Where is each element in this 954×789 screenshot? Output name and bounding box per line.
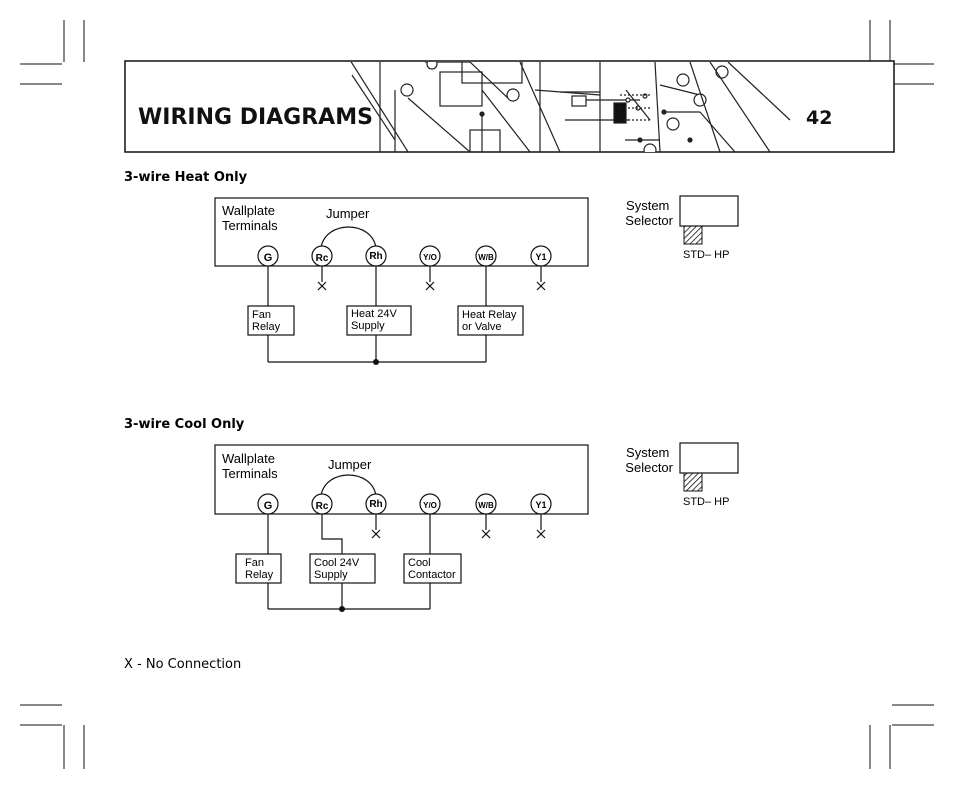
svg-text:Rh: Rh: [369, 499, 382, 510]
terminal-wb: W/B: [475, 245, 497, 267]
svg-text:Rh: Rh: [369, 251, 382, 262]
terminal-y1: Y1: [530, 493, 552, 515]
terminal-yo: Y/O: [419, 245, 441, 267]
jumper-wire: [320, 226, 377, 249]
circuit-artwork: [350, 62, 791, 152]
footnote: X - No Connection: [124, 657, 241, 672]
section-heading: 3-wire Heat Only: [124, 170, 248, 185]
svg-text:Rc: Rc: [316, 501, 329, 512]
system-selector: System Selector STD– HP: [625, 442, 739, 508]
terminal-rc: Rc: [311, 493, 333, 515]
diagram-heat-only: 3-wire Heat Only Wallplate Terminals Jum…: [124, 170, 739, 365]
thermostat-box: [214, 197, 589, 267]
crop-marks: [20, 20, 934, 769]
header-banner: WIRING DIAGRAMS 42: [124, 60, 895, 153]
svg-text:STD– HP: STD– HP: [683, 496, 729, 508]
jumper-label: Jumper: [328, 457, 372, 472]
wallplate-label: Wallplate Terminals: [222, 451, 279, 481]
no-connection-marks: [371, 529, 546, 539]
terminal-row: G Rc Rh Y/O W/B Y1: [257, 245, 552, 267]
terminal-rh: Rh: [365, 245, 387, 267]
no-connection-marks: [317, 281, 546, 291]
page-title: WIRING DIAGRAMS: [138, 105, 373, 130]
svg-text:System Selector: System Selector: [625, 445, 673, 475]
terminal-row: G Rc Rh Y/O W/B Y1: [257, 493, 552, 515]
terminal-y1: Y1: [530, 245, 552, 267]
terminal-g: G: [257, 493, 279, 515]
svg-text:G: G: [264, 500, 273, 512]
wires: [267, 514, 542, 610]
svg-text:Y/O: Y/O: [423, 501, 437, 510]
system-selector: System Selector STD– HP: [625, 195, 739, 261]
jumper-label: Jumper: [326, 206, 370, 221]
terminal-yo: Y/O: [419, 493, 441, 515]
terminal-rh: Rh: [365, 493, 387, 515]
wallplate-label: Wallplate Terminals: [222, 203, 279, 233]
svg-text:Rc: Rc: [316, 253, 329, 264]
svg-text:Y/O: Y/O: [423, 253, 437, 262]
svg-text:Y1: Y1: [535, 252, 546, 262]
diagram-cool-only: 3-wire Cool Only Wallplate Terminals Jum…: [124, 417, 739, 612]
wires: [267, 266, 542, 363]
svg-text:W/B: W/B: [478, 501, 494, 510]
svg-text:STD– HP: STD– HP: [683, 249, 729, 261]
page-number: 42: [806, 107, 832, 129]
wire-junction: [339, 606, 345, 612]
selector-switch-std: [683, 225, 703, 245]
svg-text:System Selector: System Selector: [625, 198, 673, 228]
svg-text:G: G: [264, 252, 273, 264]
selector-switch-std: [683, 472, 703, 492]
jumper-wire: [320, 474, 377, 497]
thermostat-box: [214, 444, 589, 515]
svg-text:Y1: Y1: [535, 500, 546, 510]
wire-junction: [373, 359, 379, 365]
terminal-g: G: [257, 245, 279, 267]
terminal-wb: W/B: [475, 493, 497, 515]
terminal-rc: Rc: [311, 245, 333, 267]
svg-text:W/B: W/B: [478, 253, 494, 262]
section-heading: 3-wire Cool Only: [124, 417, 245, 432]
